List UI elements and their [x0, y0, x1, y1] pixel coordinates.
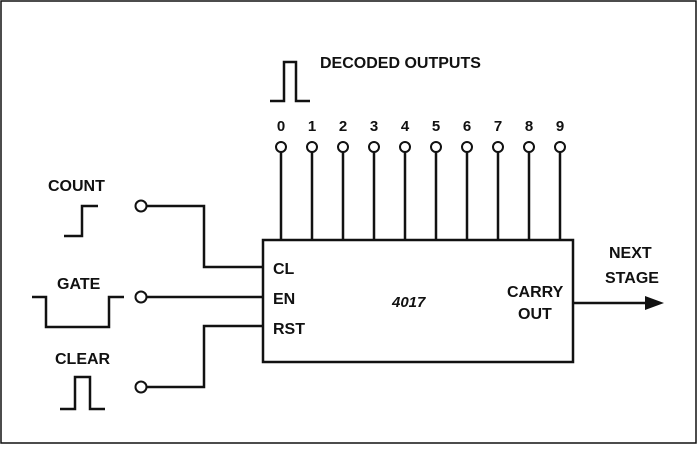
gate-label: GATE [57, 276, 101, 293]
gate-terminal [134, 290, 148, 304]
output-label-3: 3 [370, 118, 378, 135]
output-label-7: 7 [494, 118, 502, 135]
decoded-outputs-title: DECODED OUTPUTS [320, 55, 481, 72]
output-terminal-9 [554, 141, 566, 153]
output-label-6: 6 [463, 118, 471, 135]
carry-out-label-line2: OUT [518, 306, 552, 323]
output-terminal-6 [461, 141, 473, 153]
output-label-1: 1 [308, 118, 316, 135]
chip-name: 4017 [391, 294, 426, 311]
output-terminal-1 [306, 141, 318, 153]
clear-wire [147, 324, 263, 389]
count-step-icon [64, 204, 98, 238]
output-label-4: 4 [401, 118, 410, 135]
output-terminal-4 [399, 141, 411, 153]
gate-pulse-icon [32, 295, 124, 329]
pin-label-cl: CL [273, 261, 295, 278]
next-stage-label-line1: NEXT [609, 245, 652, 262]
next-stage-arrow-icon [645, 296, 664, 310]
output-terminal-3 [368, 141, 380, 153]
chip-4017-block [261, 238, 575, 364]
pin-label-en: EN [273, 291, 295, 308]
output-label-0: 0 [277, 118, 285, 135]
output-labels: 0 1 2 3 4 5 6 7 8 9 [277, 118, 564, 135]
output-terminal-0 [275, 141, 287, 153]
clear-terminal [134, 380, 148, 394]
count-wire [147, 204, 263, 269]
clear-label: CLEAR [55, 351, 111, 368]
carry-out-label-line1: CARRY [507, 284, 564, 301]
output-label-9: 9 [556, 118, 564, 135]
next-stage-label-line2: STAGE [605, 270, 659, 287]
output-terminal-8 [523, 141, 535, 153]
output-label-2: 2 [339, 118, 347, 135]
output-terminal-7 [492, 141, 504, 153]
clear-pulse-icon [60, 375, 105, 411]
output-wires [275, 141, 566, 240]
pin-label-rst: RST [273, 321, 305, 338]
decoded-pulse-icon [270, 60, 310, 103]
count-label: COUNT [48, 178, 105, 195]
output-terminal-5 [430, 141, 442, 153]
output-terminal-2 [337, 141, 349, 153]
output-label-5: 5 [432, 118, 440, 135]
output-label-8: 8 [525, 118, 533, 135]
count-terminal [134, 199, 148, 213]
